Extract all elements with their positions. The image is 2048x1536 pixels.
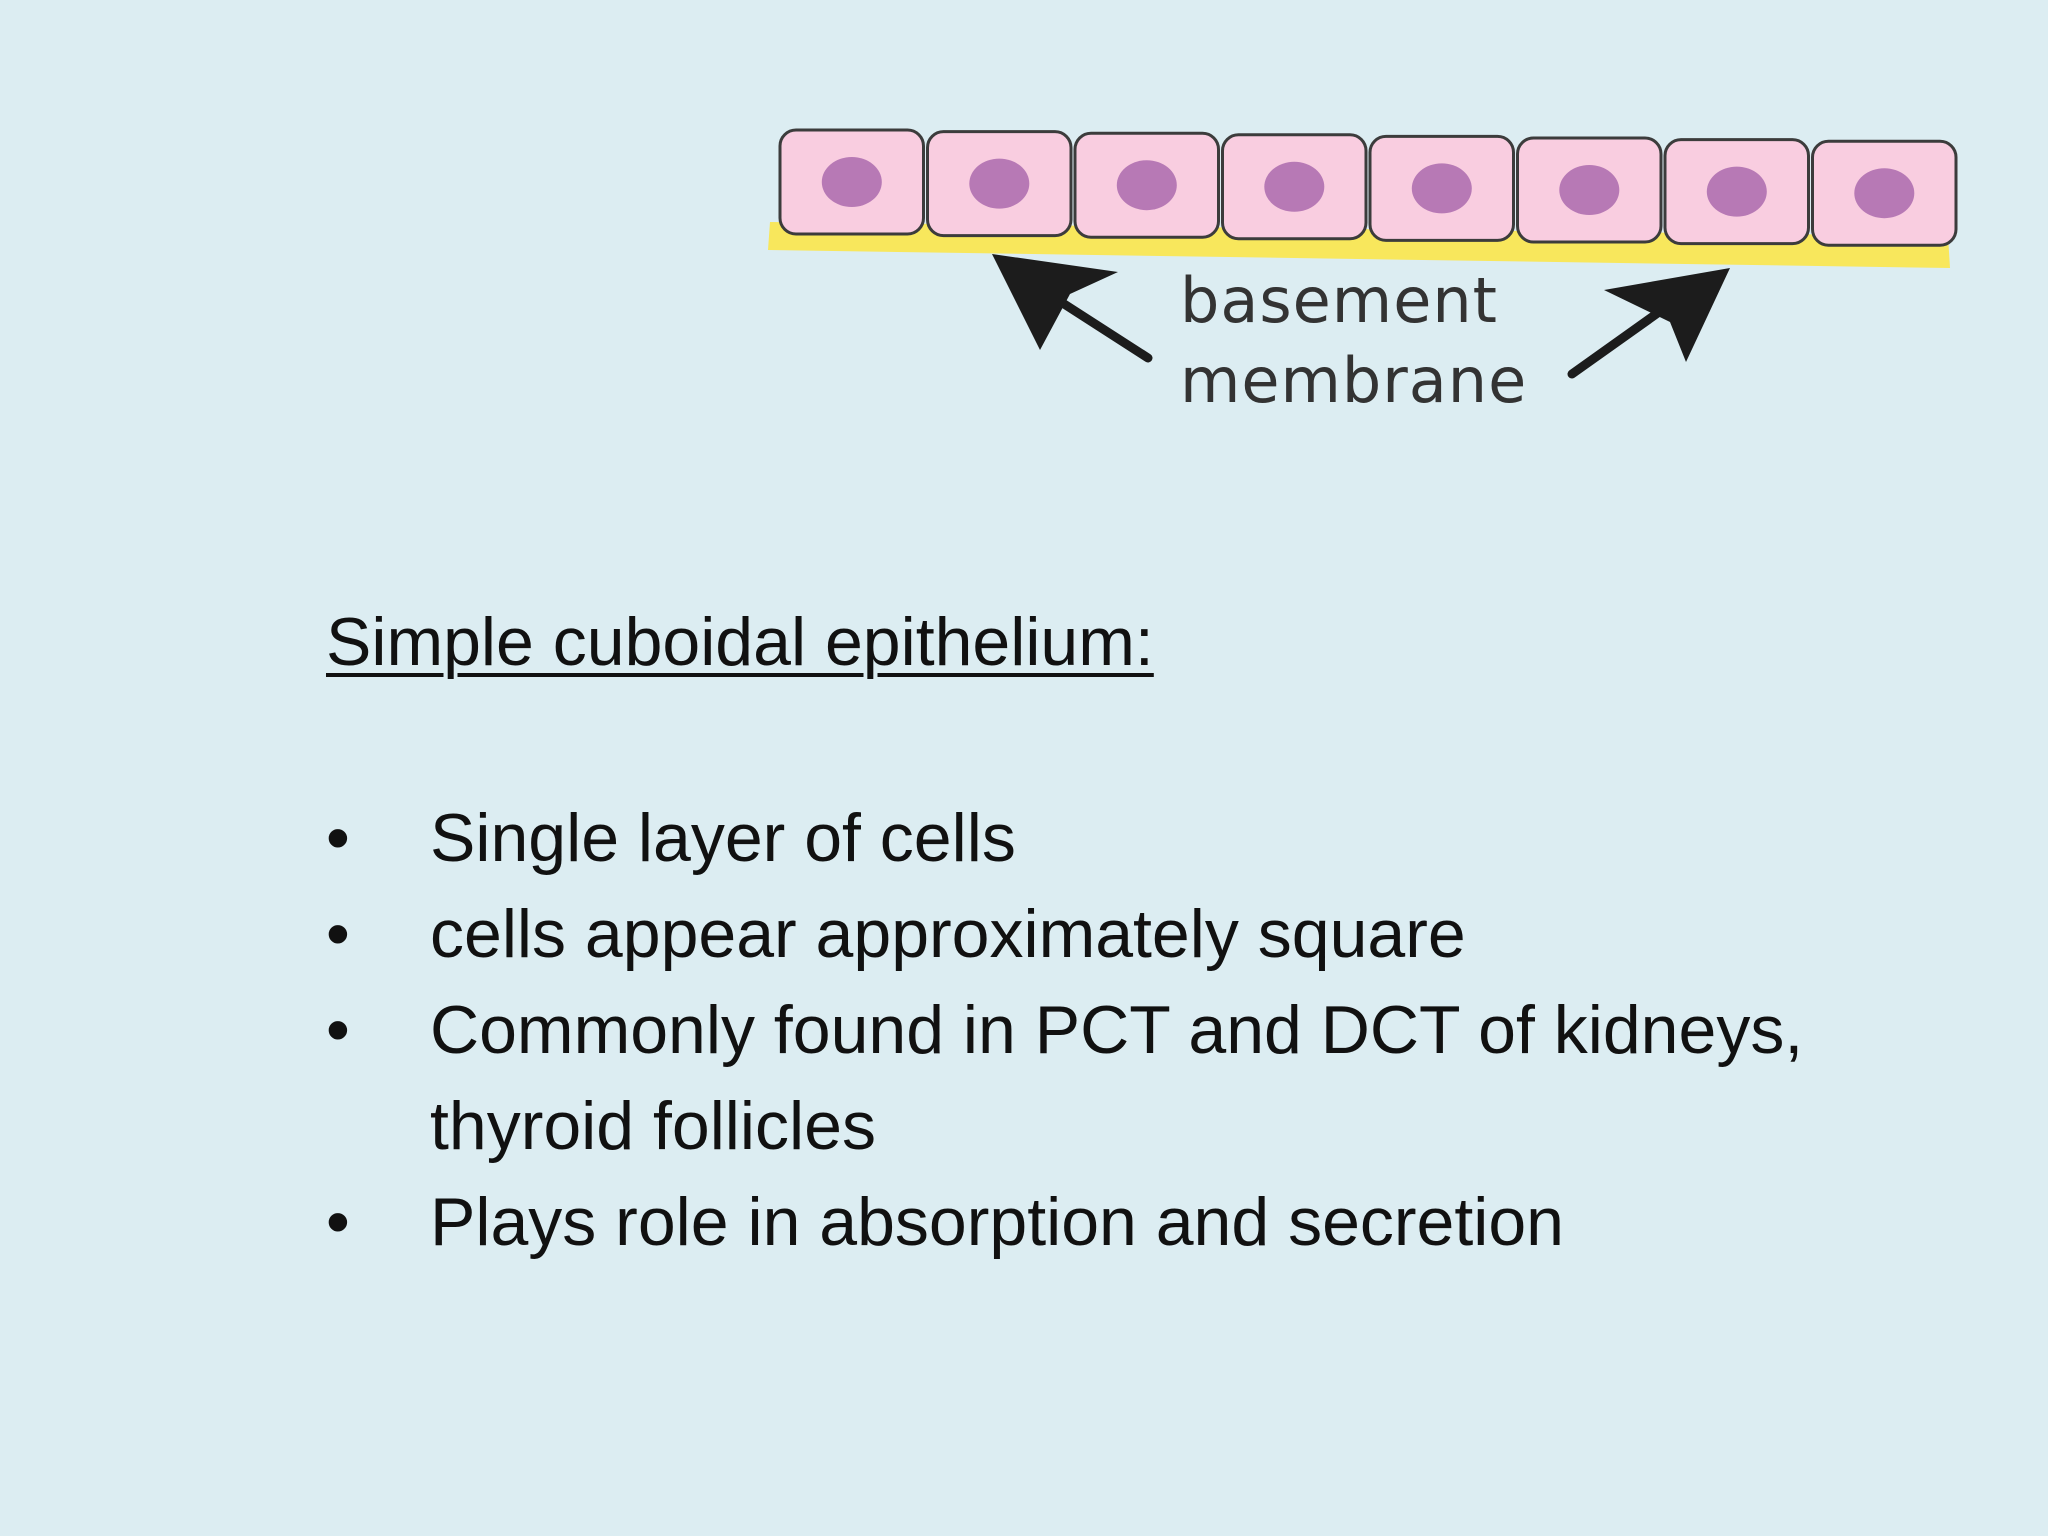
bullet-text: Commonly found in PCT and DCT of kidneys… [430, 992, 1804, 1164]
nucleus [1264, 161, 1325, 212]
nucleus [969, 158, 1030, 209]
nucleus [1854, 168, 1915, 219]
bullet-item: • Plays role in absorption and secretion [326, 1174, 1826, 1270]
nucleus [1559, 165, 1620, 215]
bullet-item: • cells appear approximately square [326, 886, 1826, 982]
bullet-icon: • [326, 800, 350, 876]
bullet-item: • Single layer of cells [326, 790, 1826, 886]
bullet-list: • Single layer of cells • cells appear a… [326, 790, 1826, 1270]
bullet-icon: • [326, 992, 350, 1068]
nucleus [1706, 166, 1767, 217]
bullet-text: Single layer of cells [430, 800, 1016, 876]
nucleus [821, 157, 882, 207]
nucleus [1411, 163, 1472, 214]
basement-label-line1: basement [1180, 264, 1498, 337]
bullet-item: • Commonly found in PCT and DCT of kidne… [326, 982, 1826, 1174]
right-arrow-icon [1567, 268, 1730, 379]
membrane-label-line2: membrane [1180, 344, 1527, 417]
nucleus [1116, 160, 1177, 211]
left-arrow-icon [992, 254, 1153, 363]
bullet-icon: • [326, 896, 350, 972]
right-arrow-head [1604, 268, 1730, 362]
left-arrow-head [992, 254, 1118, 350]
cell-layer [778, 128, 1958, 247]
slide-heading: Simple cuboidal epithelium: [326, 604, 1154, 680]
bullet-text: Plays role in absorption and secretion [430, 1184, 1564, 1260]
bullet-icon: • [326, 1184, 350, 1260]
bullet-text: cells appear approximately square [430, 896, 1466, 972]
